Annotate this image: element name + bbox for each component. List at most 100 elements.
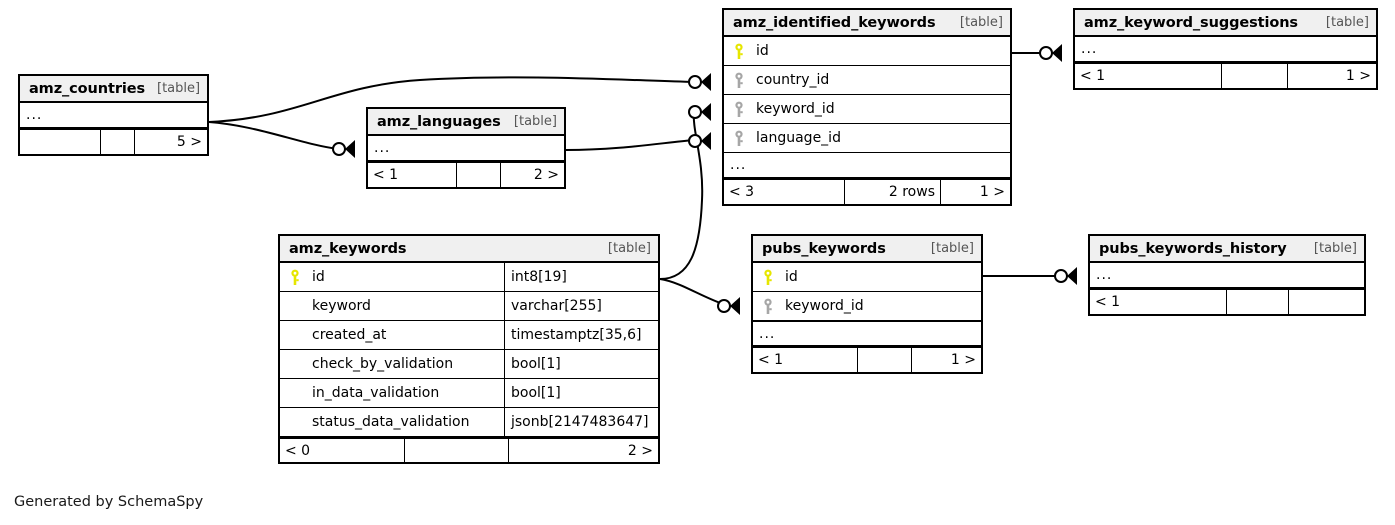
table-ellipsis-row: ... xyxy=(368,136,564,162)
table-ellipsis-row: ... xyxy=(20,103,207,129)
table-amz-countries[interactable]: amz_countries [table] ... 5 > xyxy=(18,74,209,156)
footer-left[interactable]: < 1 xyxy=(1095,294,1121,310)
column-row-keyword[interactable]: keyword varchar[255] xyxy=(280,292,658,321)
table-name: amz_countries xyxy=(29,80,146,97)
column-row-status-data-validation[interactable]: status_data_validation jsonb[2147483647] xyxy=(280,408,658,437)
table-tag: [table] xyxy=(930,241,974,256)
column-type: jsonb[2147483647] xyxy=(504,408,658,436)
footer-right[interactable]: 1 > xyxy=(911,348,981,372)
column-name: check_by_validation xyxy=(312,356,454,372)
crowfoot-language-id xyxy=(688,131,712,151)
crowfoot-languages xyxy=(332,139,356,159)
footer-left[interactable] xyxy=(20,130,100,154)
primary-key-icon xyxy=(724,43,754,60)
edge-languages-identified xyxy=(565,139,695,151)
column-row-country-id[interactable]: country_id xyxy=(724,66,1010,95)
column-row-keyword-id[interactable]: keyword_id xyxy=(753,292,981,321)
table-amz-languages[interactable]: amz_languages [table] ... < 1 2 > xyxy=(366,107,566,189)
table-tag: [table] xyxy=(157,81,201,96)
primary-key-icon xyxy=(280,269,310,286)
foreign-key-icon xyxy=(724,130,754,147)
column-name: keyword xyxy=(312,298,371,314)
column-row-id[interactable]: id int8[19] xyxy=(280,263,658,292)
footer-mid xyxy=(456,163,500,187)
crowfoot-country-id xyxy=(688,72,712,92)
foreign-key-icon xyxy=(724,101,754,118)
edge-keywords-pubs xyxy=(659,278,724,305)
table-tag: [table] xyxy=(607,241,651,256)
footer-mid xyxy=(1226,290,1288,314)
table-header: amz_countries [table] xyxy=(20,76,207,103)
footer-right[interactable]: 1 > xyxy=(940,180,1010,204)
table-header: pubs_keywords_history [table] xyxy=(1090,236,1364,263)
column-row-id[interactable]: id xyxy=(753,263,981,292)
column-name: created_at xyxy=(312,327,387,343)
column-name: id xyxy=(312,269,325,285)
column-name: language_id xyxy=(756,130,841,146)
table-footer: < 1 1 > xyxy=(753,347,981,372)
table-tag: [table] xyxy=(513,114,557,129)
column-type: timestamptz[35,6] xyxy=(504,321,658,349)
column-row-in-data-validation[interactable]: in_data_validation bool[1] xyxy=(280,379,658,408)
column-name: id xyxy=(756,43,769,59)
footer-left[interactable]: < 0 xyxy=(285,442,311,459)
footer-left[interactable]: < 1 xyxy=(758,352,784,368)
table-name: pubs_keywords_history xyxy=(1099,240,1287,257)
table-footer: < 1 xyxy=(1090,289,1364,314)
column-type: bool[1] xyxy=(504,350,658,378)
table-footer: < 3 2 rows 1 > xyxy=(724,179,1010,204)
primary-key-icon xyxy=(753,269,783,286)
column-type: varchar[255] xyxy=(504,292,658,320)
table-name: amz_keywords xyxy=(289,240,407,257)
crowfoot-suggestions xyxy=(1039,43,1063,63)
footer-mid: 2 rows xyxy=(844,180,940,204)
column-row-keyword-id[interactable]: keyword_id xyxy=(724,95,1010,124)
column-type: int8[19] xyxy=(504,263,658,291)
table-amz-identified-keywords[interactable]: amz_identified_keywords [table] id xyxy=(722,8,1012,206)
table-footer: < 1 2 > xyxy=(368,162,564,187)
footer-right[interactable]: 5 > xyxy=(134,130,207,154)
edge-countries-languages xyxy=(208,121,339,150)
table-footer: 5 > xyxy=(20,129,207,154)
table-pubs-keywords-history[interactable]: pubs_keywords_history [table] ... < 1 xyxy=(1088,234,1366,316)
column-row-check-by-validation[interactable]: check_by_validation bool[1] xyxy=(280,350,658,379)
table-footer: < 0 2 > xyxy=(280,437,658,462)
table-header: amz_keyword_suggestions [table] xyxy=(1075,10,1376,37)
table-amz-keywords[interactable]: amz_keywords [table] id int8[19] keyword… xyxy=(278,234,660,464)
diagram-caption: Generated by SchemaSpy xyxy=(14,494,204,510)
footer-mid xyxy=(1221,64,1287,88)
column-name: keyword_id xyxy=(756,101,835,117)
edge-keywords-identified xyxy=(659,111,704,280)
footer-left[interactable]: < 3 xyxy=(729,184,755,200)
table-ellipsis-row: ... xyxy=(1075,37,1376,63)
table-header: amz_keywords [table] xyxy=(280,236,658,263)
table-tag: [table] xyxy=(1313,241,1357,256)
table-pubs-keywords[interactable]: pubs_keywords [table] id xyxy=(751,234,983,374)
footer-right[interactable]: 2 > xyxy=(500,163,564,187)
footer-left[interactable]: < 1 xyxy=(1080,68,1106,84)
table-footer: < 1 1 > xyxy=(1075,63,1376,88)
footer-left[interactable]: < 1 xyxy=(373,167,399,183)
footer-mid xyxy=(857,348,911,372)
footer-right[interactable]: 2 > xyxy=(508,439,658,462)
table-name: pubs_keywords xyxy=(762,240,886,257)
footer-right xyxy=(1288,290,1364,314)
table-ellipsis-row: ... xyxy=(753,321,981,347)
footer-mid xyxy=(404,439,508,462)
column-name: status_data_validation xyxy=(312,414,470,430)
table-header: pubs_keywords [table] xyxy=(753,236,981,263)
foreign-key-icon xyxy=(724,72,754,89)
column-row-id[interactable]: id xyxy=(724,37,1010,66)
table-amz-keyword-suggestions[interactable]: amz_keyword_suggestions [table] ... < 1 … xyxy=(1073,8,1378,90)
column-row-created-at[interactable]: created_at timestamptz[35,6] xyxy=(280,321,658,350)
table-ellipsis-row: ... xyxy=(1090,263,1364,289)
column-name: id xyxy=(785,269,798,285)
table-tag: [table] xyxy=(959,15,1003,30)
column-type: bool[1] xyxy=(504,379,658,407)
column-row-language-id[interactable]: language_id xyxy=(724,124,1010,153)
footer-right[interactable]: 1 > xyxy=(1287,64,1376,88)
crowfoot-history xyxy=(1054,266,1078,286)
table-ellipsis-row: ... xyxy=(724,153,1010,179)
footer-mid xyxy=(100,130,134,154)
